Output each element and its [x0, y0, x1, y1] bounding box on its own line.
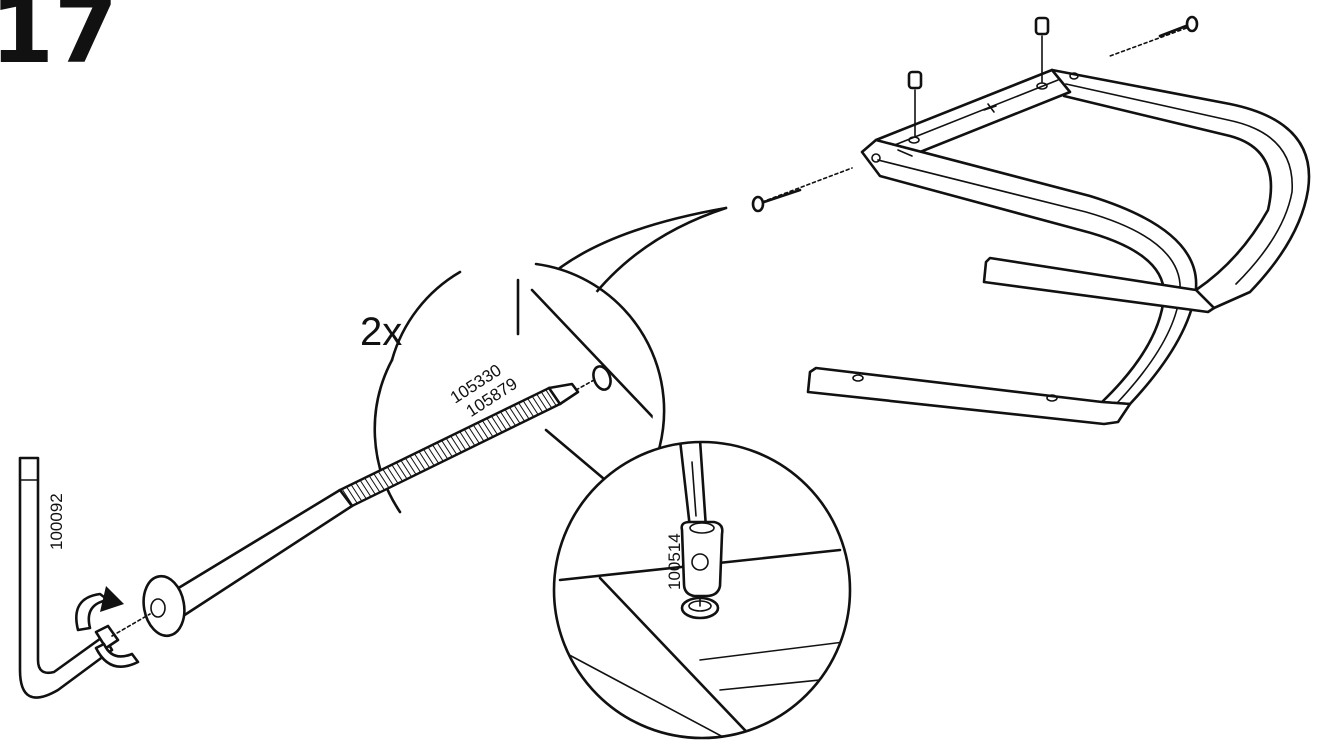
bolt-lower-left	[751, 167, 853, 213]
barrel-nut-icon	[680, 520, 724, 598]
barrel-nut-detail-circle	[552, 440, 852, 740]
chair-frame	[806, 68, 1311, 426]
chair-back-tube	[1050, 68, 1311, 310]
barrel-nut-part-number: 100514	[665, 533, 684, 590]
rotate-clockwise-icon	[75, 586, 140, 668]
allen-key	[18, 456, 151, 699]
long-bolt	[142, 379, 595, 638]
bolt-upper-right	[1109, 15, 1199, 57]
barrel-nut-top-left	[907, 70, 923, 137]
chair-right-runner	[982, 256, 1216, 314]
step-number: 17	[0, 0, 118, 84]
allen-key-part-number: 100092	[47, 493, 66, 550]
chair-left-runner	[806, 366, 1132, 426]
barrel-nut-top-right	[1034, 16, 1050, 83]
quantity-label: 2x	[360, 310, 402, 354]
